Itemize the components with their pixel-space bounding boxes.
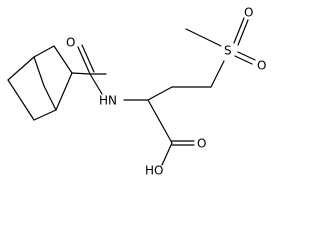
bond-s-o-upper-2: [237, 19, 249, 46]
bond-ring-c6-c1: [7, 56, 35, 81]
backbone-bonds: [123, 60, 225, 144]
bond-s-o-upper-1: [233, 17, 245, 44]
bond-ring-c1-c2: [33, 45, 55, 58]
bond-carboxyl-oh: [161, 142, 173, 166]
bond-s-methyl: [185, 28, 222, 47]
bond-c-o-double-1: [77, 46, 91, 75]
atom-sulfur: S: [224, 44, 232, 58]
atom-oxygen-carbonyl: O: [197, 137, 206, 151]
atom-oxygen-sulfonyl-upper: O: [244, 6, 253, 20]
quaternary-carbon-bonds: [77, 44, 107, 95]
atom-oxygen-sulfonyl-right: O: [257, 59, 266, 73]
bond-ring-bridge-b: [43, 85, 57, 111]
bond-s-o-right-1: [234, 55, 253, 65]
bond-s-o-right-2: [237, 51, 256, 61]
molecule-drawing: O HN S O O O HO: [7, 6, 266, 178]
atom-labels: O HN S O O O HO: [66, 6, 266, 178]
bond-calpha-cbeta: [147, 86, 173, 101]
bond-c-o-double-2: [81, 44, 95, 73]
bond-ring-c3-c4: [55, 72, 73, 111]
norbornane-ring: [7, 45, 91, 121]
bond-calpha-ccarboxyl: [147, 99, 173, 144]
bond-ring-c2-c3: [53, 45, 73, 74]
bond-cgamma-s: [210, 60, 225, 88]
sulfonyl-bonds: [185, 17, 256, 65]
bond-ring-c5-c6: [7, 79, 35, 121]
atom-nitrogen: HN: [99, 94, 117, 108]
molecule-structure: O HN S O O O HO: [7, 6, 266, 178]
atom-hydroxyl: HO: [145, 164, 163, 178]
carboxyl-bonds: [161, 140, 195, 166]
bond-ring-c4-c5: [33, 109, 57, 121]
bond-ring-bridge-a: [33, 56, 45, 87]
bond-ring-c3-quaternary: [71, 72, 91, 75]
atom-oxygen-acyl: O: [66, 36, 75, 50]
bond-c-n: [89, 73, 103, 95]
